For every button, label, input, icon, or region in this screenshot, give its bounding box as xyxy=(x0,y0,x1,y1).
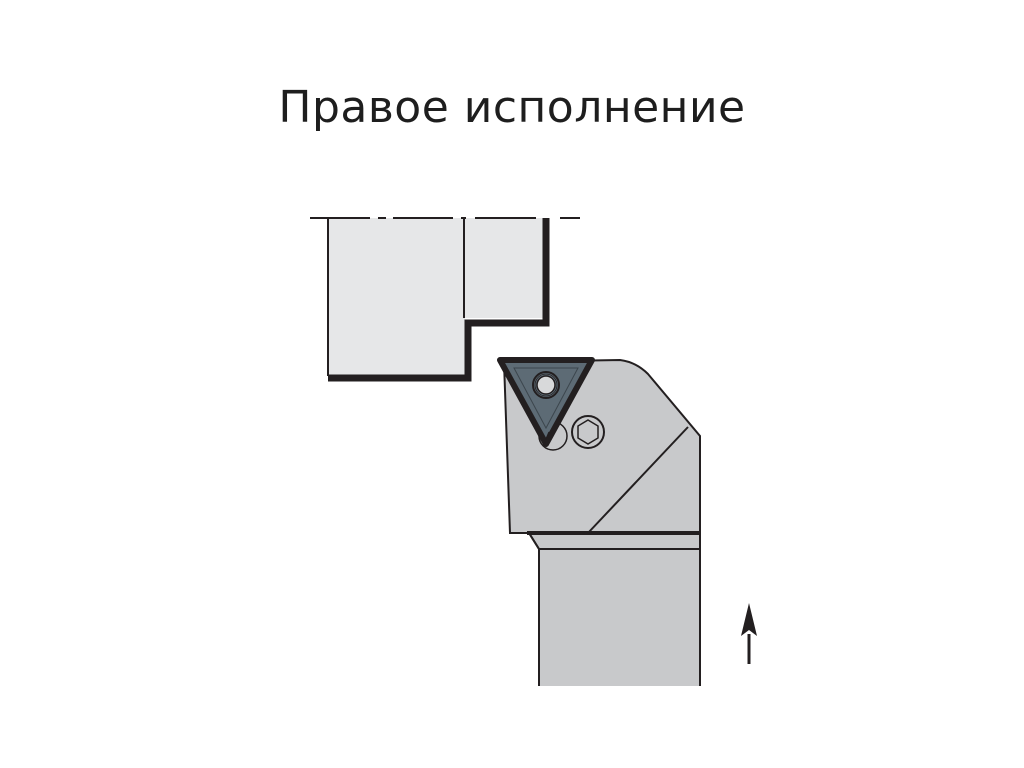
workpiece xyxy=(327,218,550,382)
triangular-insert xyxy=(497,357,595,447)
tool-shank xyxy=(538,549,701,686)
insert-screw xyxy=(532,371,560,399)
page-title: Правое исполнение xyxy=(278,82,746,133)
clamp-screw xyxy=(571,415,605,449)
feed-arrow-icon xyxy=(741,603,757,664)
